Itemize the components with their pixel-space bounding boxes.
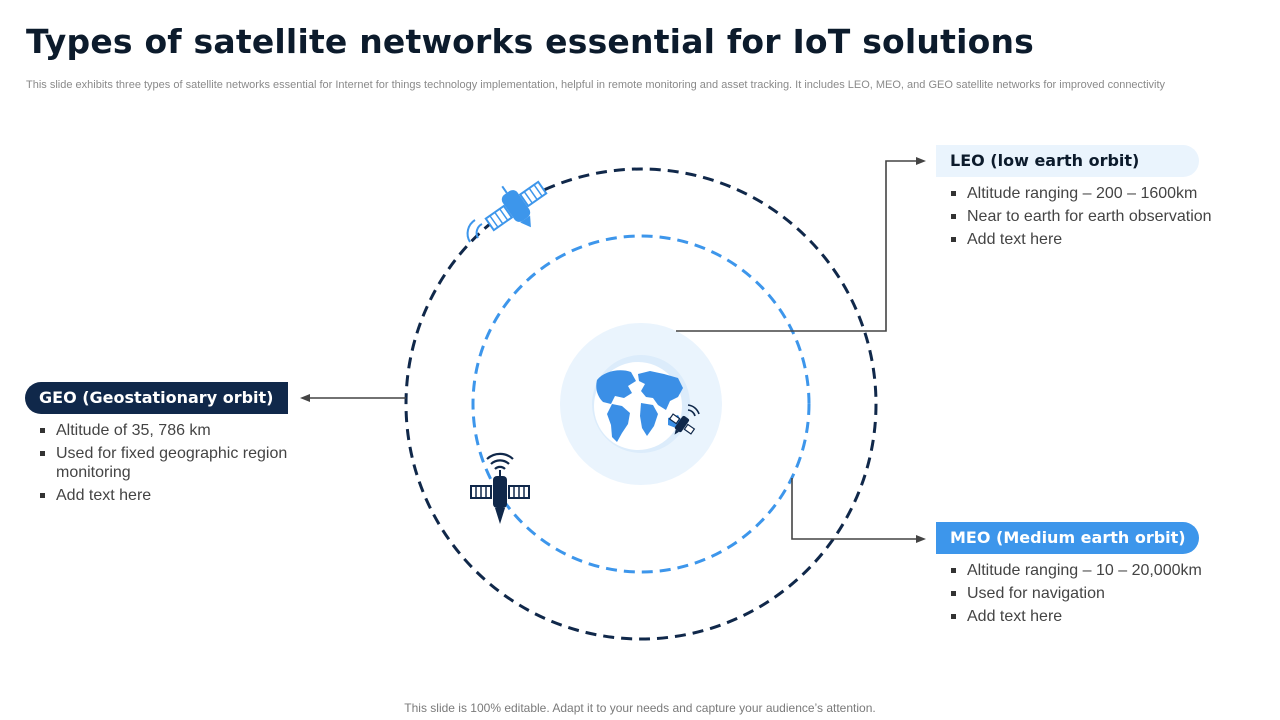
signal-icon [687, 404, 700, 417]
page-subtitle: This slide exhibits three types of satel… [26, 79, 1166, 91]
list-item: Used for fixed geographic region monitor… [38, 444, 298, 482]
geo-orbit [404, 167, 878, 641]
leo-details: Altitude ranging – 200 – 1600km Near to … [949, 184, 1249, 253]
leo-connector [676, 157, 926, 332]
geo-connector [300, 394, 406, 402]
signal-icon [466, 219, 483, 243]
geo-label: GEO (Geostationary orbit) [25, 382, 288, 414]
page-title: Types of satellite networks essential fo… [26, 22, 1035, 61]
list-item: Used for navigation [949, 584, 1249, 603]
list-item: Altitude ranging – 200 – 1600km [949, 184, 1249, 203]
geo-details: Altitude of 35, 786 km Used for fixed ge… [38, 421, 298, 509]
list-item: Add text here [38, 486, 298, 505]
leo-label: LEO (low earth orbit) [936, 145, 1199, 177]
list-item: Add text here [949, 230, 1249, 249]
meo-label: MEO (Medium earth orbit) [936, 522, 1199, 554]
footer-note: This slide is 100% editable. Adapt it to… [404, 701, 876, 715]
satellite-icon [668, 413, 696, 435]
meo-details: Altitude ranging – 10 – 20,000km Used fo… [949, 561, 1249, 630]
signal-icon [486, 452, 514, 470]
list-item: Altitude ranging – 10 – 20,000km [949, 561, 1249, 580]
satellite-icon [484, 180, 548, 232]
globe-icon [594, 362, 683, 450]
list-item: Near to earth for earth observation [949, 207, 1249, 226]
list-item: Altitude of 35, 786 km [38, 421, 298, 440]
meo-connector [791, 478, 926, 543]
meo-orbit [471, 234, 811, 574]
list-item: Add text here [949, 607, 1249, 626]
satellite-icon [470, 470, 530, 524]
